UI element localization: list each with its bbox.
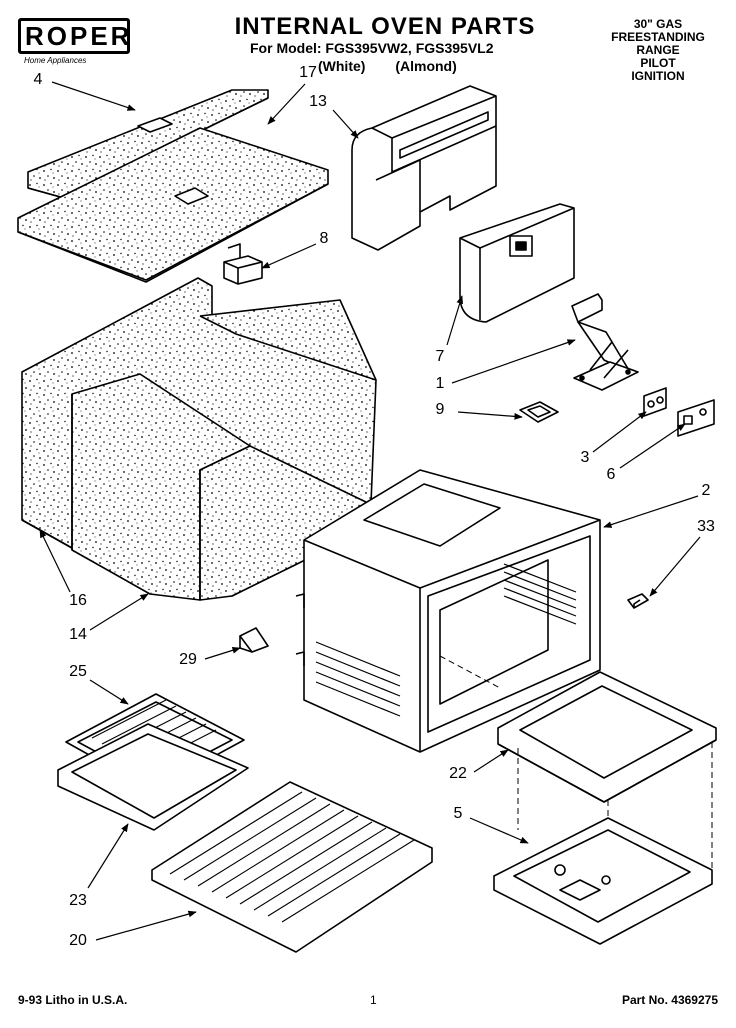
callout-29: 29 bbox=[179, 647, 241, 668]
callout-leader bbox=[451, 339, 576, 384]
callout-label: 20 bbox=[69, 932, 87, 949]
model-numbers: For Model: FGS395VW2, FGS395VL2 bbox=[250, 40, 494, 56]
part-9-plate bbox=[519, 401, 559, 423]
spec-line: IGNITION bbox=[631, 69, 685, 83]
callout-label: 23 bbox=[69, 892, 87, 909]
callout-leader bbox=[261, 243, 317, 269]
callout-label: 1 bbox=[436, 375, 445, 392]
callout-label: 16 bbox=[69, 592, 87, 609]
part-14-inner-insulation bbox=[71, 373, 371, 601]
part-1-burner-bracket bbox=[571, 293, 639, 391]
part-5-burner-box bbox=[493, 817, 713, 945]
callout-leader bbox=[469, 817, 529, 844]
part-23-broiler-pan bbox=[57, 723, 249, 831]
spec-line: FREESTANDING bbox=[611, 30, 705, 44]
range-specs: 30" GAS FREESTANDING RANGE PILOT IGNITIO… bbox=[598, 18, 718, 83]
spec-line: RANGE bbox=[636, 43, 680, 57]
callout-label: 17 bbox=[299, 64, 317, 81]
color-almond: (Almond) bbox=[395, 58, 457, 74]
callout-label: 9 bbox=[436, 401, 445, 418]
callout-leader bbox=[446, 295, 463, 346]
callout-4: 4 bbox=[34, 71, 136, 111]
callout-leader bbox=[51, 81, 136, 111]
callout-leader bbox=[89, 679, 129, 705]
part-8-bracket bbox=[223, 243, 263, 285]
callout-label: 4 bbox=[34, 71, 43, 88]
part-6-bracket bbox=[677, 399, 715, 437]
callout-23: 23 bbox=[69, 823, 129, 909]
callout-leader bbox=[592, 411, 647, 453]
callout-leader bbox=[473, 749, 509, 773]
callout-leader bbox=[332, 109, 359, 139]
callout-22: 22 bbox=[449, 749, 509, 782]
part-33-clip bbox=[627, 593, 649, 609]
callout-label: 13 bbox=[309, 93, 327, 110]
page-title: INTERNAL OVEN PARTS bbox=[234, 13, 536, 40]
color-white: (White) bbox=[318, 58, 366, 74]
callout-7: 7 bbox=[436, 295, 463, 365]
callout-label: 14 bbox=[69, 626, 87, 643]
brand-subtitle: Home Appliances bbox=[24, 56, 87, 65]
part-3-bracket bbox=[643, 387, 667, 417]
callout-leader bbox=[95, 910, 197, 941]
part-29-clip bbox=[239, 627, 269, 653]
callout-leader bbox=[89, 593, 149, 631]
callout-label: 3 bbox=[581, 449, 590, 466]
callout-label: 2 bbox=[702, 482, 711, 499]
callout-label: 29 bbox=[179, 651, 197, 668]
callout-16: 16 bbox=[39, 529, 87, 609]
callout-13: 13 bbox=[309, 93, 359, 139]
callout-33: 33 bbox=[649, 518, 715, 597]
callout-leader bbox=[649, 536, 701, 597]
callout-leader bbox=[39, 529, 71, 593]
footer-page-number: 1 bbox=[370, 993, 377, 1007]
callout-leader bbox=[87, 823, 129, 889]
callout-6: 6 bbox=[607, 423, 686, 483]
callout-3: 3 bbox=[581, 411, 647, 466]
footer-litho: 9-93 Litho in U.S.A. bbox=[18, 993, 128, 1007]
callout-leader bbox=[267, 83, 306, 125]
spec-line: PILOT bbox=[640, 56, 676, 70]
callout-5: 5 bbox=[454, 805, 529, 844]
footer-part-number: Part No. 4369275 bbox=[621, 993, 718, 1007]
callout-label: 6 bbox=[607, 466, 616, 483]
brand-logo: ROPER Home Appliances bbox=[18, 18, 130, 65]
callout-17: 17 bbox=[267, 64, 317, 125]
callout-9: 9 bbox=[436, 401, 523, 420]
part-17-insulation-pad bbox=[17, 127, 329, 283]
spec-line: 30" GAS bbox=[633, 17, 683, 31]
model-info: For Model: FGS395VW2, FGS395VL2 (White) … bbox=[250, 40, 550, 74]
callout-layer: 4 17 13 8 7 1 9 36 2 33 16 14 29 25 22 5 23 20 bbox=[34, 64, 715, 949]
callout-label: 7 bbox=[436, 348, 445, 365]
part-20-oven-rack bbox=[151, 781, 433, 953]
callout-14: 14 bbox=[69, 593, 149, 643]
part-2-oven-cavity bbox=[295, 469, 601, 753]
part-13-flue-duct bbox=[351, 85, 497, 251]
part-22-bottom-panel bbox=[497, 671, 717, 803]
callout-8: 8 bbox=[261, 230, 329, 269]
callout-leader bbox=[457, 411, 523, 420]
callout-leader bbox=[204, 647, 241, 660]
callout-20: 20 bbox=[69, 910, 197, 949]
callout-leader bbox=[619, 423, 686, 469]
callout-label: 5 bbox=[454, 805, 463, 822]
callout-label: 33 bbox=[697, 518, 715, 535]
callout-label: 22 bbox=[449, 765, 467, 782]
brand-name: ROPER bbox=[18, 18, 130, 54]
callout-label: 25 bbox=[69, 663, 87, 680]
callout-25: 25 bbox=[69, 663, 129, 705]
part-7-baffle bbox=[459, 203, 575, 323]
callout-label: 8 bbox=[320, 230, 329, 247]
callout-1: 1 bbox=[436, 339, 576, 392]
callout-leader bbox=[603, 495, 699, 528]
callout-2: 2 bbox=[603, 482, 711, 528]
